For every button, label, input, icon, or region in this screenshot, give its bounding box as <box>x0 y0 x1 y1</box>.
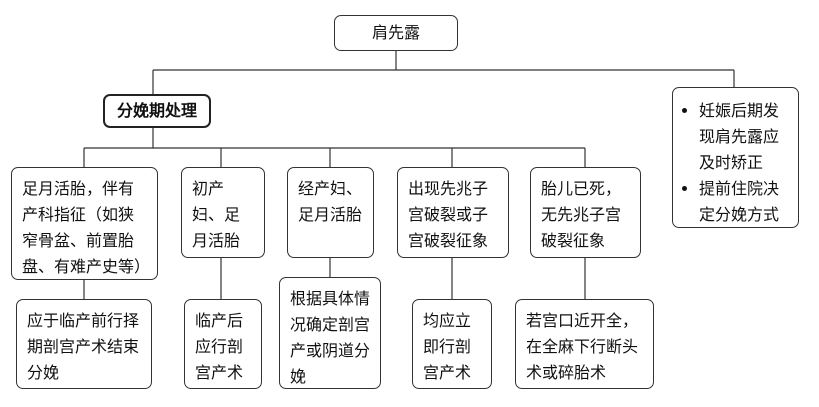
action-label: 临产后应行剖宫产术 <box>195 311 244 382</box>
condition-node: 初产妇、足月活胎 <box>181 167 265 258</box>
note-list: 妊娠后期发现肩先露应及时矫正 提前住院决定分娩方式 <box>681 98 788 228</box>
action-label: 根据具体情况确定剖宫产或阴道分娩 <box>290 289 371 386</box>
condition-label: 胎儿已死，无先兆子宫破裂征象 <box>541 179 622 250</box>
delivery-management-node: 分娩期处理 <box>103 94 211 128</box>
condition-label: 初产妇、足月活胎 <box>192 179 241 250</box>
action-node: 应于临产前行择期剖宫产术结束分娩 <box>16 299 152 389</box>
condition-label: 出现先兆子宫破裂或子宫破裂征象 <box>408 179 489 250</box>
action-node: 若宫口近开全，在全麻下行断头术或碎胎术 <box>515 299 654 389</box>
root-label: 肩先露 <box>371 23 420 42</box>
action-label: 均应立即行剖宫产术 <box>423 311 472 382</box>
root-node: 肩先露 <box>334 15 458 51</box>
late-pregnancy-note: 妊娠后期发现肩先露应及时矫正 提前住院决定分娩方式 <box>672 87 799 228</box>
action-node: 根据具体情况确定剖宫产或阴道分娩 <box>279 277 381 389</box>
action-label: 应于临产前行择期剖宫产术结束分娩 <box>27 311 140 382</box>
condition-node: 胎儿已死，无先兆子宫破裂征象 <box>530 167 641 258</box>
condition-label: 经产妇、足月活胎 <box>298 179 363 224</box>
action-node: 均应立即行剖宫产术 <box>412 299 492 389</box>
delivery-management-label: 分娩期处理 <box>116 101 197 120</box>
action-node: 临产后应行剖宫产术 <box>184 299 262 389</box>
action-label: 若宫口近开全，在全麻下行断头术或碎胎术 <box>526 311 639 382</box>
condition-node: 出现先兆子宫破裂或子宫破裂征象 <box>397 167 509 258</box>
note-item: 提前住院决定分娩方式 <box>699 176 788 228</box>
condition-node: 足月活胎，伴有产科指征（如狭窄骨盆、前置胎盘、有难产史等） <box>11 167 158 280</box>
condition-node: 经产妇、足月活胎 <box>287 167 374 258</box>
condition-label: 足月活胎，伴有产科指征（如狭窄骨盆、前置胎盘、有难产史等） <box>22 179 151 276</box>
note-item: 妊娠后期发现肩先露应及时矫正 <box>699 98 788 176</box>
